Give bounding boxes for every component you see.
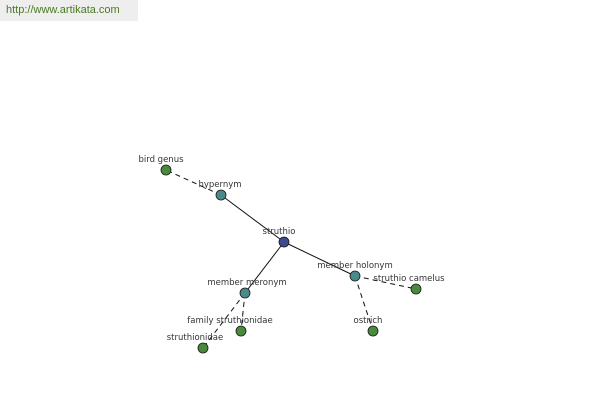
labels-layer: struthio hypernym member holonym member mer…: [138, 155, 445, 343]
node-label-member-meronym[interactable]: member meronym: [207, 278, 286, 288]
node-label-hypernym[interactable]: hypernym: [198, 180, 241, 190]
node-hypernym[interactable]: [215, 189, 227, 201]
node-label-family-struthionidae[interactable]: family struthionidae: [187, 316, 272, 326]
node-struthionidae[interactable]: [197, 342, 209, 354]
node-family-struthionidae[interactable]: [235, 325, 247, 337]
edge-struthio-hypernym: [220, 194, 285, 243]
edges-layer: [165, 169, 417, 349]
edge-member_meronym-struthionidae: [202, 292, 246, 349]
edge-member_meronym-family_struthionidae: [240, 292, 246, 332]
site-url-link[interactable]: http://www.artikata.com: [6, 4, 120, 16]
node-label-struthionidae[interactable]: struthionidae: [167, 333, 224, 343]
edge-member_holonym-ostrich: [354, 275, 374, 332]
node-label-struthio-camelus[interactable]: struthio camelus: [373, 274, 445, 284]
node-struthio-camelus[interactable]: [410, 283, 422, 295]
node-member-holonym[interactable]: [349, 270, 361, 282]
node-ostrich[interactable]: [367, 325, 379, 337]
url-banner: http://www.artikata.com: [0, 0, 138, 21]
node-label-member-holonym[interactable]: member holonym: [317, 261, 392, 271]
node-member-meronym[interactable]: [239, 287, 251, 299]
edge-struthio-member_meronym: [244, 241, 285, 294]
node-struthio[interactable]: [278, 236, 290, 248]
node-label-struthio[interactable]: struthio: [263, 227, 296, 237]
nodes-layer: [160, 164, 422, 354]
edge-struthio-member_holonym: [283, 241, 356, 277]
node-label-ostrich[interactable]: ostrich: [354, 316, 383, 326]
node-label-bird-genus[interactable]: bird genus: [138, 155, 184, 165]
node-bird-genus[interactable]: [160, 164, 172, 176]
edge-member_holonym-struthio_camelus: [354, 275, 417, 290]
edge-hypernym-bird_genus: [165, 169, 222, 196]
